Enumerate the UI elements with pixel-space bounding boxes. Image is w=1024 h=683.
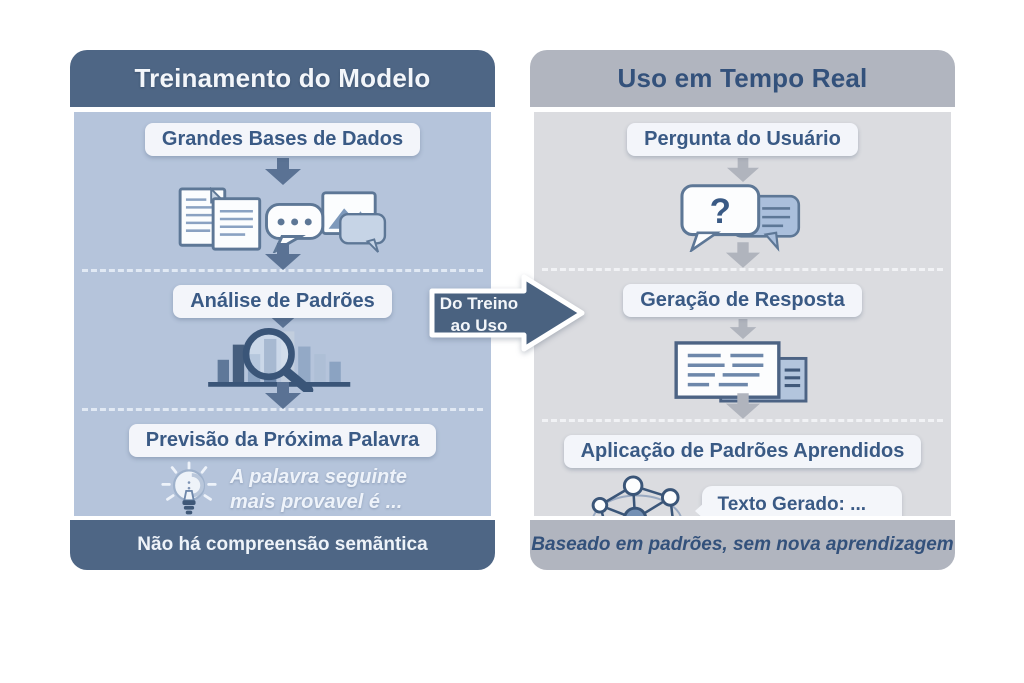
- training-panel-footer: Não há compreensão semãntica: [70, 520, 495, 570]
- down-arrow-icon: [264, 158, 302, 185]
- dashed-line: [82, 408, 483, 411]
- neural-network-icon: [584, 474, 694, 516]
- dashed-line: [542, 268, 943, 271]
- section-divider: [534, 242, 951, 280]
- generated-text-bubble: Texto Gerado: ...: [694, 485, 902, 516]
- step-previsao-proxima-palavra: Previsão da Próxima Palavra: [128, 424, 437, 457]
- prediction-note-line1: A palavra seguinte: [229, 466, 408, 488]
- generated-text-label: Texto Gerado: ...: [717, 493, 867, 515]
- dashed-line: [542, 419, 943, 422]
- dashed-line: [82, 269, 483, 272]
- prediction-note-line2: mais provavel é ...: [229, 491, 403, 513]
- prediction-note: A palavra seguinte mais provavel é ...: [230, 465, 407, 515]
- down-arrow-icon: [727, 319, 759, 339]
- step-geracao-de-resposta: Geração de Resposta: [623, 284, 862, 317]
- training-panel-body: Grandes Bases de Dados: [74, 112, 491, 516]
- question-chat-bubbles-icon: ?: [668, 184, 818, 254]
- step-aplicacao-padroes-aprendidos: Aplicação de Padrões Aprendidos: [563, 435, 922, 468]
- training-panel-header: Treinamento do Modelo: [70, 50, 495, 107]
- down-arrow-icon: [725, 158, 761, 182]
- realtime-panel-title: Uso em Tempo Real: [617, 63, 868, 93]
- down-arrow-icon: [725, 393, 761, 419]
- question-mark-glyph: ?: [709, 192, 730, 231]
- step-analise-de-padroes: Análise de Padrões: [173, 285, 392, 318]
- section-divider: [534, 393, 951, 431]
- realtime-panel-body: Pergunta do Usuário ? Geração de Respo: [534, 112, 951, 516]
- training-footer-note: Não há compreensão semãntica: [137, 534, 428, 555]
- down-arrow-icon: [264, 243, 302, 270]
- training-panel: Treinamento do Modelo Grandes Bases de D…: [70, 50, 495, 570]
- lightbulb-icon: [158, 461, 220, 516]
- response-cards-icon: [669, 341, 817, 403]
- magnifier-bar-chart-icon: [201, 304, 365, 395]
- realtime-panel-footer: Baseado em padrões, sem nova aprendizage…: [530, 520, 955, 570]
- down-arrow-icon: [264, 382, 302, 409]
- section-divider: [74, 243, 491, 281]
- realtime-footer-note: Baseado em padrões, sem nova aprendizage…: [531, 534, 954, 555]
- realtime-panel: Uso em Tempo Real Pergunta do Usuário ?: [530, 50, 955, 570]
- section-divider: [74, 382, 491, 420]
- step-pergunta-do-usuario: Pergunta do Usuário: [627, 123, 858, 156]
- training-panel-title: Treinamento do Modelo: [134, 63, 431, 93]
- step-grandes-bases-de-dados: Grandes Bases de Dados: [144, 123, 421, 156]
- training-to-use-connector-arrow: Do Treino ao Uso: [426, 271, 590, 355]
- down-arrow-icon: [725, 242, 761, 268]
- connector-label-line2: ao Uso: [451, 316, 508, 335]
- realtime-panel-header: Uso em Tempo Real: [530, 50, 955, 107]
- connector-label-line1: Do Treino: [440, 294, 518, 313]
